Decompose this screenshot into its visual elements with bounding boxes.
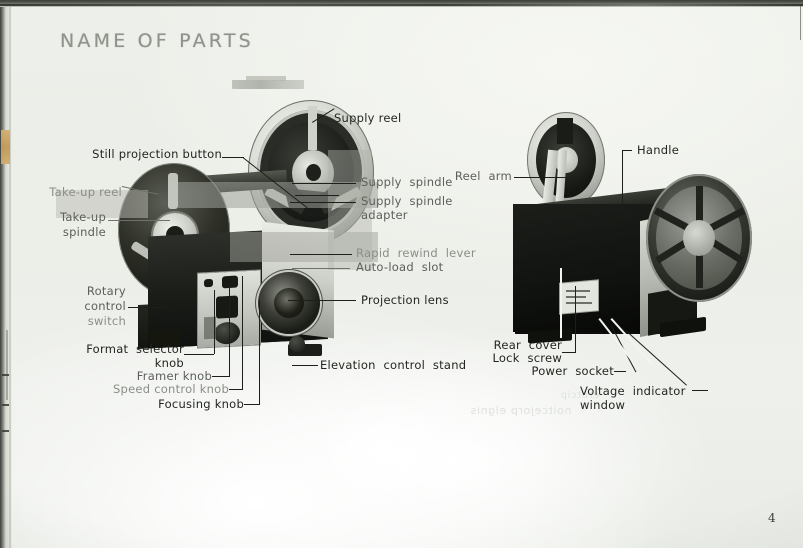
scan-tape-mark xyxy=(1,130,10,164)
page-title: NAME OF PARTS xyxy=(60,30,254,52)
label-supply-spindle-adapter-line2: adapter xyxy=(361,208,408,222)
spec-label-line xyxy=(566,296,586,298)
scan-band xyxy=(230,232,378,262)
label-rotary-control-switch: Rotary xyxy=(86,284,126,298)
scan-edge-line xyxy=(6,330,8,400)
scan-top-edge xyxy=(0,0,803,7)
label-rotary-control-switch-line3: switch xyxy=(87,314,126,328)
bleed-through-text: noitcejorp elgnis xyxy=(470,404,572,417)
elevation-control-stand-illustration xyxy=(289,336,305,352)
scan-edge-nick xyxy=(2,374,9,376)
label-rear-cover: Rear cover xyxy=(493,338,562,352)
label-still-projection-button: Still projection button xyxy=(92,147,222,161)
scan-band xyxy=(328,150,372,270)
spec-label-line xyxy=(566,290,590,292)
label-reel-arm: Reel arm xyxy=(454,169,512,183)
label-voltage-indicator-window-line2: window xyxy=(580,398,626,412)
scan-smudge xyxy=(232,80,304,89)
label-take-up-spindle: Take-up xyxy=(60,210,106,224)
label-lock-screw: Lock screw xyxy=(492,351,562,365)
spec-label-line xyxy=(566,302,592,304)
label-supply-spindle: Supply spindle xyxy=(361,175,453,189)
large-reel-illustration xyxy=(646,174,752,302)
label-supply-reel: Supply reel xyxy=(334,111,402,125)
label-auto-load-slot: Auto-load slot xyxy=(356,260,444,274)
label-format-selector-knob-line2: knob xyxy=(154,356,184,370)
label-format-selector-knob: Format selector xyxy=(86,342,184,356)
label-take-up-reel: Take-up reel xyxy=(49,185,122,199)
scan-edge-nick xyxy=(2,430,9,432)
label-take-up-spindle-line2: spindle xyxy=(62,225,106,239)
label-projection-lens: Projection lens xyxy=(361,293,449,307)
scan-highlight xyxy=(300,404,470,524)
label-rotary-control-switch-line2: control xyxy=(84,299,126,313)
label-rapid-rewind-lever: Rapid rewind lever xyxy=(356,246,476,260)
scan-band xyxy=(56,190,148,218)
label-handle: Handle xyxy=(637,143,680,157)
label-power-socket: Power socket xyxy=(531,364,614,378)
label-focusing-knob: Focusing knob xyxy=(158,397,244,411)
label-speed-control-knob: Speed control knob xyxy=(112,382,229,396)
projection-lens-glass xyxy=(274,288,304,318)
label-framer-knob: Framer knob xyxy=(136,369,212,383)
page-number: 4 xyxy=(768,511,776,525)
scan-smudge xyxy=(246,76,286,81)
scan-right-edge-line xyxy=(800,6,801,40)
label-voltage-indicator-window: Voltage indicator xyxy=(580,384,686,398)
scan-left-edge-line xyxy=(9,7,11,548)
scan-edge-nick xyxy=(2,404,9,406)
label-supply-spindle-adapter: Supply spindle xyxy=(361,194,453,208)
label-elevation-control-stand: Elevation control stand xyxy=(320,358,467,372)
